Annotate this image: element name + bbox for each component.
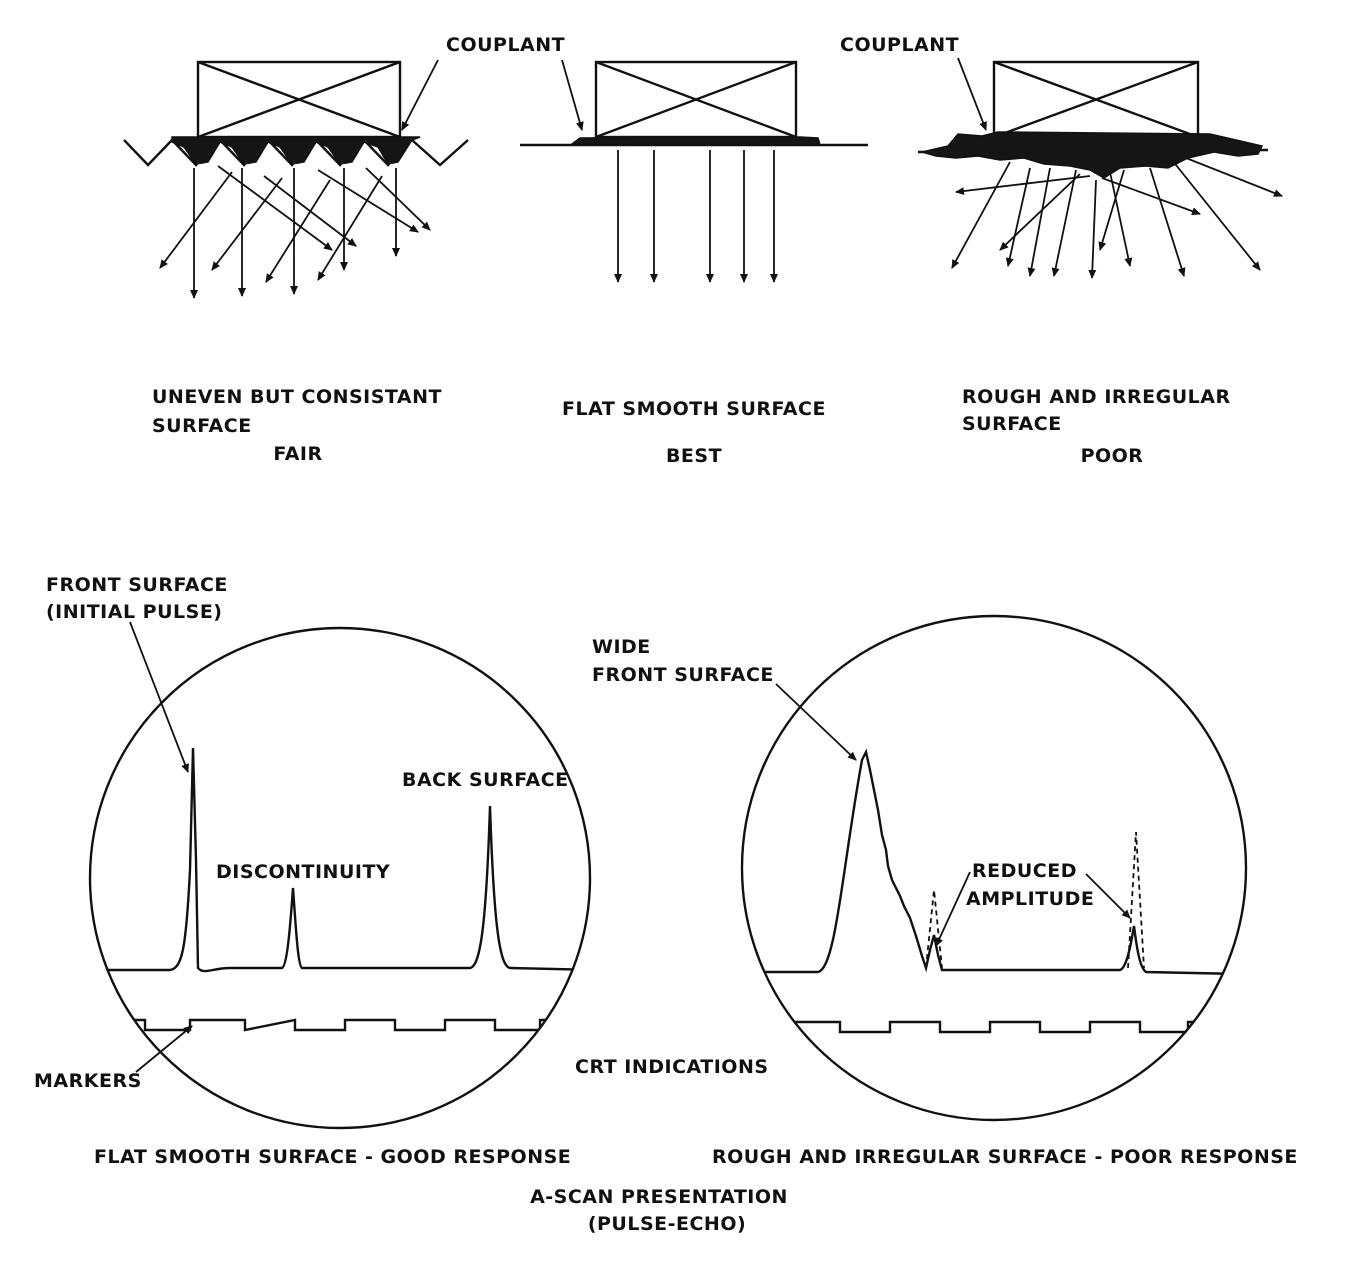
uneven-caption-line1: UNEVEN BUT CONSISTANT (152, 386, 442, 408)
uneven-surface-panel: COUPLANT UNEVEN BUT CONSISTANT SURFACE F… (123, 34, 565, 465)
reduced-pointer-2 (1085, 873, 1131, 919)
back-surface-label: BACK SURFACE (402, 769, 569, 791)
rough-couplant (921, 131, 1264, 179)
rough-surface-panel: COUPLANT ROUGH AND IRREGULAR SURFACE POO… (840, 34, 1283, 467)
markers-pointer (135, 1025, 193, 1073)
couplant-pointer-flat (561, 59, 584, 131)
crt-indications-label: CRT INDICATIONS (575, 1056, 769, 1078)
a-scan-trace-right (742, 748, 1241, 976)
rough-caption-line1: ROUGH AND IRREGULAR (962, 386, 1231, 408)
front-surface-label-line1: FRONT SURFACE (46, 574, 228, 596)
a-scan-title-line2: (PULSE-ECHO) (588, 1213, 746, 1235)
reduced-amplitude-dashed-2 (1127, 831, 1145, 969)
front-surface-pointer (129, 621, 189, 773)
transducer-uneven (196, 60, 402, 139)
reduced-label-line2: AMPLITUDE (966, 888, 1094, 910)
uneven-caption-line2: SURFACE (152, 415, 252, 437)
wide-label-line1: WIDE (592, 636, 651, 658)
couplant-pointer-uneven (401, 59, 439, 131)
flat-beam-arrows (614, 150, 778, 283)
couplant-label-1: COUPLANT (446, 34, 565, 56)
good-response-caption: FLAT SMOOTH SURFACE - GOOD RESPONSE (94, 1146, 571, 1168)
reduced-label-line1: REDUCED (972, 860, 1077, 882)
couplant-label-2: COUPLANT (840, 34, 959, 56)
wide-front-surface-pointer (775, 683, 857, 761)
rough-caption-line2: SURFACE (962, 413, 1062, 435)
marker-pulse-train-left (90, 1018, 590, 1032)
crt-scope-good-response: FRONT SURFACE (INITIAL PULSE) DISCONTINU… (34, 574, 592, 1168)
flat-caption-line1: FLAT SMOOTH SURFACE (562, 398, 826, 420)
a-scan-trace-left (90, 747, 590, 973)
crt-screen-left (88, 626, 592, 1130)
front-surface-label-line2: (INITIAL PULSE) (46, 601, 223, 623)
rough-beam-arrows (951, 157, 1283, 279)
markers-label: MARKERS (34, 1070, 142, 1092)
crt-screen-right (740, 614, 1248, 1122)
discontinuity-label: DISCONTINUITY (216, 861, 390, 883)
reduced-pointer-1 (935, 871, 971, 947)
flat-surface-panel: FLAT SMOOTH SURFACE BEST (520, 59, 868, 467)
marker-pulse-train-right (742, 1020, 1246, 1034)
poor-response-caption: ROUGH AND IRREGULAR SURFACE - POOR RESPO… (712, 1146, 1298, 1168)
rough-rating: POOR (1081, 445, 1144, 467)
crt-scope-poor-response: WIDE FRONT SURFACE REDUCED AMPLITUDE ROU… (592, 614, 1298, 1168)
uneven-beam-arrows (159, 165, 431, 299)
transducer-rough (992, 60, 1200, 139)
transducer-flat (594, 60, 798, 139)
uneven-rating: FAIR (273, 443, 322, 465)
a-scan-title-line1: A-SCAN PRESENTATION (530, 1186, 788, 1208)
flat-rating: BEST (666, 445, 722, 467)
wide-label-line2: FRONT SURFACE (592, 664, 774, 686)
flat-couplant (569, 136, 821, 146)
couplant-pointer-rough (957, 57, 987, 131)
uneven-couplant (171, 136, 421, 165)
